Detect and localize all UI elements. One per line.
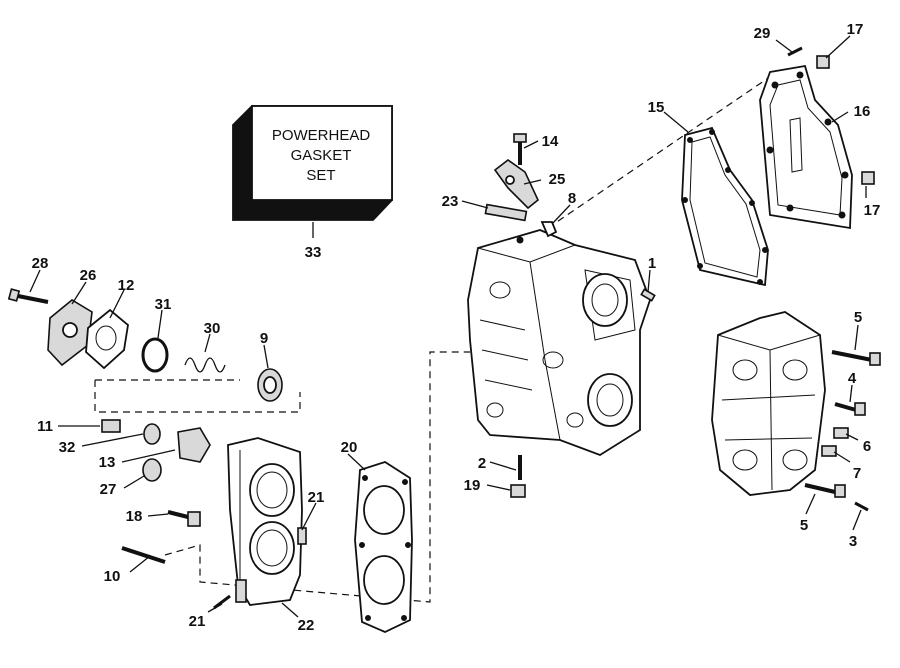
callout-26: 26 xyxy=(80,267,97,284)
part-22-cylinder-head xyxy=(227,437,307,606)
callout-11: 11 xyxy=(37,418,53,435)
callout-28: 28 xyxy=(32,255,49,272)
callout-6: 6 xyxy=(863,438,871,455)
callout-3: 3 xyxy=(849,533,857,550)
cylinder-block xyxy=(467,229,651,456)
callout-21-lower: 21 xyxy=(189,613,206,630)
callout-2: 2 xyxy=(478,455,486,472)
callout-16: 16 xyxy=(854,103,871,120)
callout-31: 31 xyxy=(155,296,172,313)
callout-9: 9 xyxy=(260,330,268,347)
callout-12: 12 xyxy=(118,277,135,294)
callout-22: 22 xyxy=(298,617,315,634)
callout-33: 33 xyxy=(305,244,322,261)
box-text-line2: GASKET xyxy=(291,147,352,164)
callout-5-upper: 5 xyxy=(854,309,862,326)
callout-4: 4 xyxy=(848,370,857,387)
callout-10: 10 xyxy=(104,568,121,585)
assembly-dashed-lines xyxy=(94,69,781,603)
callout-27: 27 xyxy=(100,481,117,498)
callout-21-upper: 21 xyxy=(308,489,325,506)
callout-23: 23 xyxy=(442,193,459,210)
callout-15: 15 xyxy=(648,99,665,116)
part-16-cover xyxy=(759,64,853,230)
callout-20: 20 xyxy=(341,439,358,456)
callout-labels: 28 26 12 31 30 9 11 32 13 27 18 10 21 21… xyxy=(32,21,881,634)
leader-lines xyxy=(29,35,867,618)
part-20-head-gasket xyxy=(354,461,413,633)
callout-32: 32 xyxy=(59,439,76,456)
callout-14: 14 xyxy=(542,133,559,150)
callout-8: 8 xyxy=(568,190,576,207)
callout-17-lower: 17 xyxy=(864,202,881,219)
callout-25: 25 xyxy=(549,171,566,188)
callout-7: 7 xyxy=(853,465,861,482)
box-text-line3: SET xyxy=(306,167,335,184)
small-parts xyxy=(7,46,881,610)
callout-19: 19 xyxy=(464,477,481,494)
gasket-set-box: POWERHEAD GASKET SET xyxy=(232,104,394,222)
callout-5-lower: 5 xyxy=(800,517,808,534)
part-15-gasket xyxy=(681,126,769,287)
callout-17-upper: 17 xyxy=(847,21,864,38)
box-text-line1: POWERHEAD xyxy=(272,127,371,144)
callout-29: 29 xyxy=(754,25,771,42)
callout-13: 13 xyxy=(99,454,116,471)
callout-30: 30 xyxy=(204,320,221,337)
callout-1: 1 xyxy=(648,255,656,272)
crankcase xyxy=(711,311,826,496)
callout-18: 18 xyxy=(126,508,143,525)
